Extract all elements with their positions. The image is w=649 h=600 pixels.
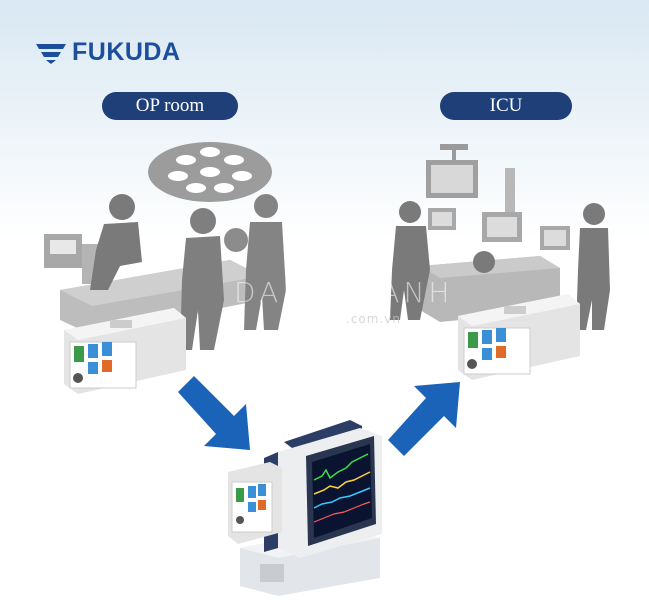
fukuda-logo: FUKUDA — [36, 38, 181, 67]
fukuda-logo-icon — [36, 43, 66, 64]
brand-name: FUKUDA — [72, 38, 181, 66]
op-monitor-module — [64, 308, 186, 394]
nurse-figure — [399, 201, 421, 223]
surgeon-figure — [254, 194, 278, 218]
icu-monitor-module — [458, 294, 580, 380]
arrow-up-right-icon — [388, 382, 460, 456]
arrow-down-right-icon — [178, 376, 250, 450]
nurse-figure — [583, 203, 605, 225]
icu-label: ICU — [440, 92, 572, 120]
surgeon-figure — [190, 208, 216, 234]
op-room-label: OP room — [102, 92, 238, 120]
watermark-subtext: .com.vn — [346, 312, 401, 326]
bedside-monitor — [228, 420, 382, 596]
icu-scene — [390, 144, 610, 380]
op-room-scene — [44, 142, 286, 394]
monitor-screen — [312, 444, 372, 538]
watermark-text: DANANHANH — [234, 276, 454, 309]
surgeon-figure — [109, 194, 135, 220]
